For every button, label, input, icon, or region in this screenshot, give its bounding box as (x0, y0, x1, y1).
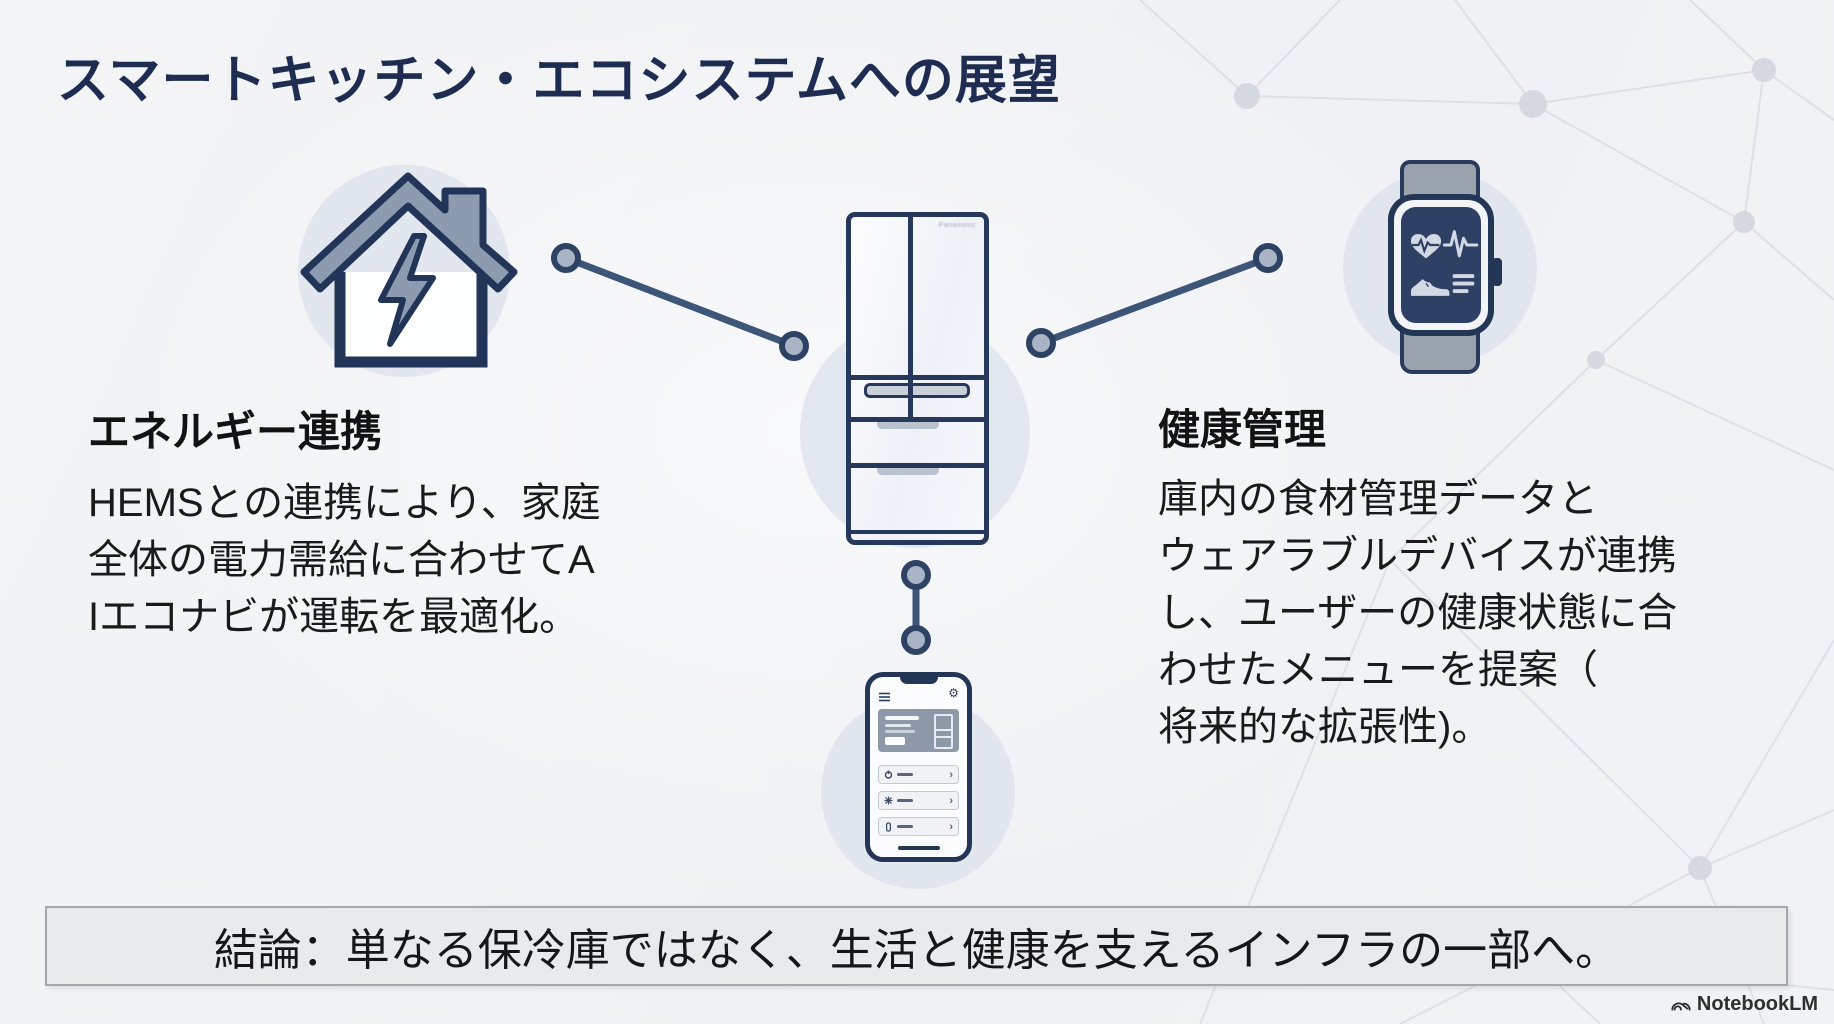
fridge-door-divider (908, 217, 913, 377)
connector-dot (901, 560, 931, 590)
pulse-line-icon (1442, 230, 1479, 258)
health-body-line: わせたメニューを提案（ (1158, 648, 1598, 692)
notebooklm-logo-icon (1671, 1001, 1691, 1010)
house-energy-icon (300, 172, 518, 368)
chevron-right-icon: › (949, 820, 953, 833)
energy-body-line: Iエコナビが運転を最適化。 (88, 595, 580, 639)
list-lines-icon (1452, 274, 1475, 293)
phone-control-row-cooling: › (878, 791, 959, 810)
phone-home-indicator (897, 846, 940, 850)
lightning-bolt-icon (378, 233, 436, 347)
notebooklm-watermark: NotebookLM (1670, 993, 1818, 1016)
energy-body-line: HEMSとの連携により、家庭 (88, 481, 601, 525)
hamburger-menu-icon (879, 692, 890, 702)
fridge-handle-bar (864, 383, 970, 398)
phone-notch (899, 676, 938, 684)
conclusion-text: 結論：単なる保冷庫ではなく、生活と健康を支えるインフラの一部へ。 (213, 926, 1620, 975)
refrigerator-icon: Panasonic (846, 212, 989, 545)
fridge-shelf-line (851, 463, 984, 468)
card-text-line (885, 730, 915, 733)
smartwatch-icon (1388, 194, 1494, 336)
health-body-line: し、ユーザーの健康状態に合 (1158, 591, 1678, 635)
notebooklm-logo-text: NotebookLM (1696, 993, 1818, 1015)
connector-dot (1026, 328, 1056, 358)
fridge-brand-label: Panasonic (938, 222, 976, 229)
chevron-right-icon: › (949, 768, 953, 781)
fridge-shelf-line (851, 417, 984, 422)
health-body-line: 将来的な拡張性)。 (1158, 705, 1492, 749)
battery-icon (885, 821, 892, 832)
health-body-line: ウェアラブルデバイスが連携 (1158, 534, 1677, 578)
row-value-dash (897, 825, 913, 828)
card-text-line (885, 724, 911, 727)
chevron-right-icon: › (949, 794, 953, 807)
row-value-dash (897, 799, 913, 802)
energy-section: エネルギー連携 HEMSとの連携により、家庭 全体の電力需給に合わせてA Iエコ… (88, 398, 601, 646)
card-button (885, 737, 905, 745)
watch-screen (1401, 207, 1481, 323)
fridge-mid-divider (908, 380, 913, 422)
running-shoe-icon (1411, 279, 1450, 296)
connector-dot (901, 625, 931, 655)
watch-crown (1492, 258, 1502, 286)
fridge-kickplate-line (851, 530, 984, 534)
row-value-dash (897, 773, 913, 776)
health-heading: 健康管理 (1158, 406, 1327, 453)
power-icon (884, 770, 893, 779)
shoe-lace-marks (1425, 281, 1434, 288)
health-section: 健康管理 庫内の食材管理データと ウェアラブルデバイスが連携 し、ユーザーの健康… (1158, 396, 1677, 756)
smartphone-icon: ⚙ › › › (865, 672, 972, 862)
connector-dot (1253, 243, 1283, 273)
heart-ecg-line (1411, 237, 1440, 255)
connector-dot (551, 243, 581, 273)
health-body-line: 庫内の食材管理データと (1158, 477, 1598, 521)
phone-control-row-power: › (878, 765, 959, 784)
connector-dot (779, 331, 809, 361)
phone-status-card (878, 709, 959, 752)
gear-icon: ⚙ (948, 686, 959, 700)
energy-body-line: 全体の電力需給に合わせてA (88, 538, 595, 582)
snowflake-icon (884, 796, 893, 805)
phone-control-row-door: › (878, 817, 959, 836)
fridge-shelf-line (851, 375, 984, 380)
page-title: スマートキッチン・エコシステムへの展望 (57, 52, 1061, 110)
fridge-drawer-handle (877, 468, 939, 475)
energy-heading: エネルギー連携 (88, 408, 383, 455)
fridge-drawer-handle (877, 422, 939, 429)
conclusion-banner: 結論：単なる保冷庫ではなく、生活と健康を支えるインフラの一部へ。 (45, 906, 1788, 986)
card-fridge-glyph (934, 714, 953, 749)
card-text-line (885, 716, 919, 720)
